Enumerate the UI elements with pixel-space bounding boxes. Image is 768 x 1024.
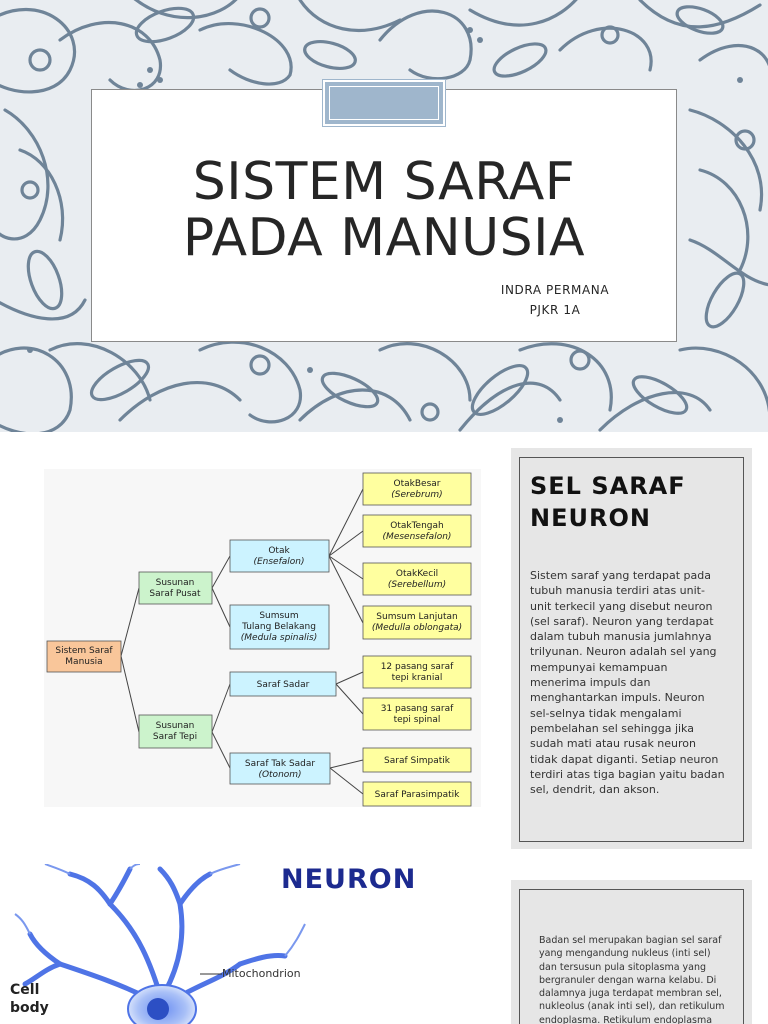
node-label: OtakBesar: [394, 479, 441, 489]
node-label: (Medula spinalis): [241, 633, 317, 643]
node-otak-tengah: OtakTengah (Mesensefalon): [362, 514, 472, 548]
node-label: Sistem Saraf: [55, 646, 113, 656]
nucleus-shape: [147, 998, 169, 1020]
node-label: Saraf Pusat: [149, 589, 201, 599]
node-box: [362, 562, 472, 596]
author-block: INDRA PERMANA PJKR 1A: [440, 280, 670, 320]
node-label: Susunan: [156, 578, 195, 588]
node-label: Manusia: [65, 657, 102, 667]
node-label: tepi spinal: [394, 715, 441, 725]
node-label: (Otonom): [258, 770, 301, 780]
panel-title: SEL SARAF NEURON: [530, 472, 686, 532]
title-decoration-tab: [322, 79, 446, 127]
node-label: (Serebellum): [388, 580, 446, 590]
node-box: [362, 655, 472, 689]
cell-body-label-line2: body: [10, 1000, 49, 1016]
node-label: Saraf Simpatik: [384, 756, 451, 766]
node-box: [229, 539, 330, 573]
node-otak: Otak (Ensefalon): [229, 539, 330, 573]
node-susunan-saraf-tepi: Susunan Saraf Tepi: [138, 714, 213, 749]
node-label: Sumsum Lanjutan: [376, 612, 457, 622]
node-label: Saraf Tak Sadar: [245, 759, 316, 769]
node-box: [138, 714, 213, 749]
node-label: Sumsum: [259, 611, 298, 621]
author-class: PJKR 1A: [529, 303, 581, 317]
node-box: [362, 781, 472, 807]
info-box-border: [519, 889, 744, 1024]
node-saraf-parasimpatik: Saraf Parasimpatik: [362, 781, 472, 807]
node-saraf-tak-sadar: Saraf Tak Sadar (Otonom): [229, 752, 331, 785]
node-saraf-simpatik: Saraf Simpatik: [362, 747, 472, 773]
fine-dendrites: [14, 864, 306, 957]
neuron-info-panel: SEL SARAF NEURON Sistem saraf yang terda…: [511, 448, 752, 849]
node-label: 12 pasang saraf: [381, 662, 454, 672]
neuron-slide: NEURON Mitochondrion Cell body Badan sel…: [0, 864, 768, 1024]
node-label: Saraf Parasimpatik: [375, 790, 460, 800]
node-box: [46, 640, 122, 673]
neuron-image-title: NEURON: [281, 864, 417, 895]
cell-body-label: Cell body: [10, 981, 49, 1017]
node-label: tepi kranial: [392, 673, 443, 683]
node-label: (Mesensefalon): [383, 532, 452, 542]
node-sistem-saraf-manusia: Sistem Saraf Manusia: [46, 640, 122, 673]
panel-body-text: Sistem saraf yang terdapat pada tubuh ma…: [530, 569, 725, 797]
node-box: [362, 514, 472, 548]
node-box: [138, 571, 213, 605]
node-box: [229, 671, 337, 697]
tree-connectors: [120, 488, 364, 795]
node-label: OtakKecil: [396, 569, 438, 579]
node-12-pasang-saraf-kranial: 12 pasang saraf tepi kranial: [362, 655, 472, 689]
node-saraf-sadar: Saraf Sadar: [229, 671, 337, 697]
node-label: (Serebrum): [391, 490, 442, 500]
node-box: [362, 697, 472, 731]
node-box: [362, 605, 472, 640]
neuron-illustration: [14, 864, 306, 1024]
node-sumsum-tulang-belakang: Sumsum Tulang Belakang (Medula spinalis): [229, 604, 330, 650]
floral-pattern-background: [0, 0, 768, 432]
title-line-2: PADA MANUSIA: [182, 208, 586, 268]
node-label: Tulang Belakang: [241, 622, 316, 632]
cell-body-info-panel: Badan sel merupakan bagian sel saraf yan…: [511, 880, 752, 1024]
node-label: OtakTengah: [390, 521, 443, 531]
node-otak-kecil: OtakKecil (Serebellum): [362, 562, 472, 596]
mitochondrion-label: Mitochondrion: [222, 967, 301, 980]
node-label: Saraf Tepi: [153, 732, 197, 742]
node-label: (Medulla oblongata): [372, 623, 462, 633]
node-label: Saraf Sadar: [257, 680, 310, 690]
nervous-system-slide: Sistem Saraf Manusia Susunan Saraf Pusat…: [0, 432, 768, 864]
node-box: [362, 472, 472, 506]
node-box: [362, 747, 472, 773]
node-label: (Ensefalon): [253, 557, 304, 567]
node-label: Otak: [268, 546, 290, 556]
title-slide: SISTEM SARAF PADA MANUSIA INDRA PERMANA …: [0, 0, 768, 432]
author-name: INDRA PERMANA: [500, 283, 610, 297]
node-31-pasang-saraf-spinal: 31 pasang saraf tepi spinal: [362, 697, 472, 731]
panel-body-text: Badan sel merupakan bagian sel saraf yan…: [539, 935, 725, 1024]
info-box-border: [519, 457, 744, 842]
title-line-1: SISTEM SARAF: [192, 152, 576, 212]
node-otak-besar: OtakBesar (Serebrum): [362, 472, 472, 506]
node-box: [229, 752, 331, 785]
cell-body-label-line1: Cell: [10, 982, 40, 998]
node-label: Susunan: [156, 721, 195, 731]
node-susunan-saraf-pusat: Susunan Saraf Pusat: [138, 571, 213, 605]
nervous-system-tree-diagram: Sistem Saraf Manusia Susunan Saraf Pusat…: [46, 472, 472, 807]
node-label: 31 pasang saraf: [381, 704, 454, 714]
title-card: [91, 89, 677, 342]
node-sumsum-lanjutan: Sumsum Lanjutan (Medulla oblongata): [362, 605, 472, 640]
node-box: [229, 604, 330, 650]
slide-title: SISTEM SARAF PADA MANUSIA: [100, 154, 668, 266]
